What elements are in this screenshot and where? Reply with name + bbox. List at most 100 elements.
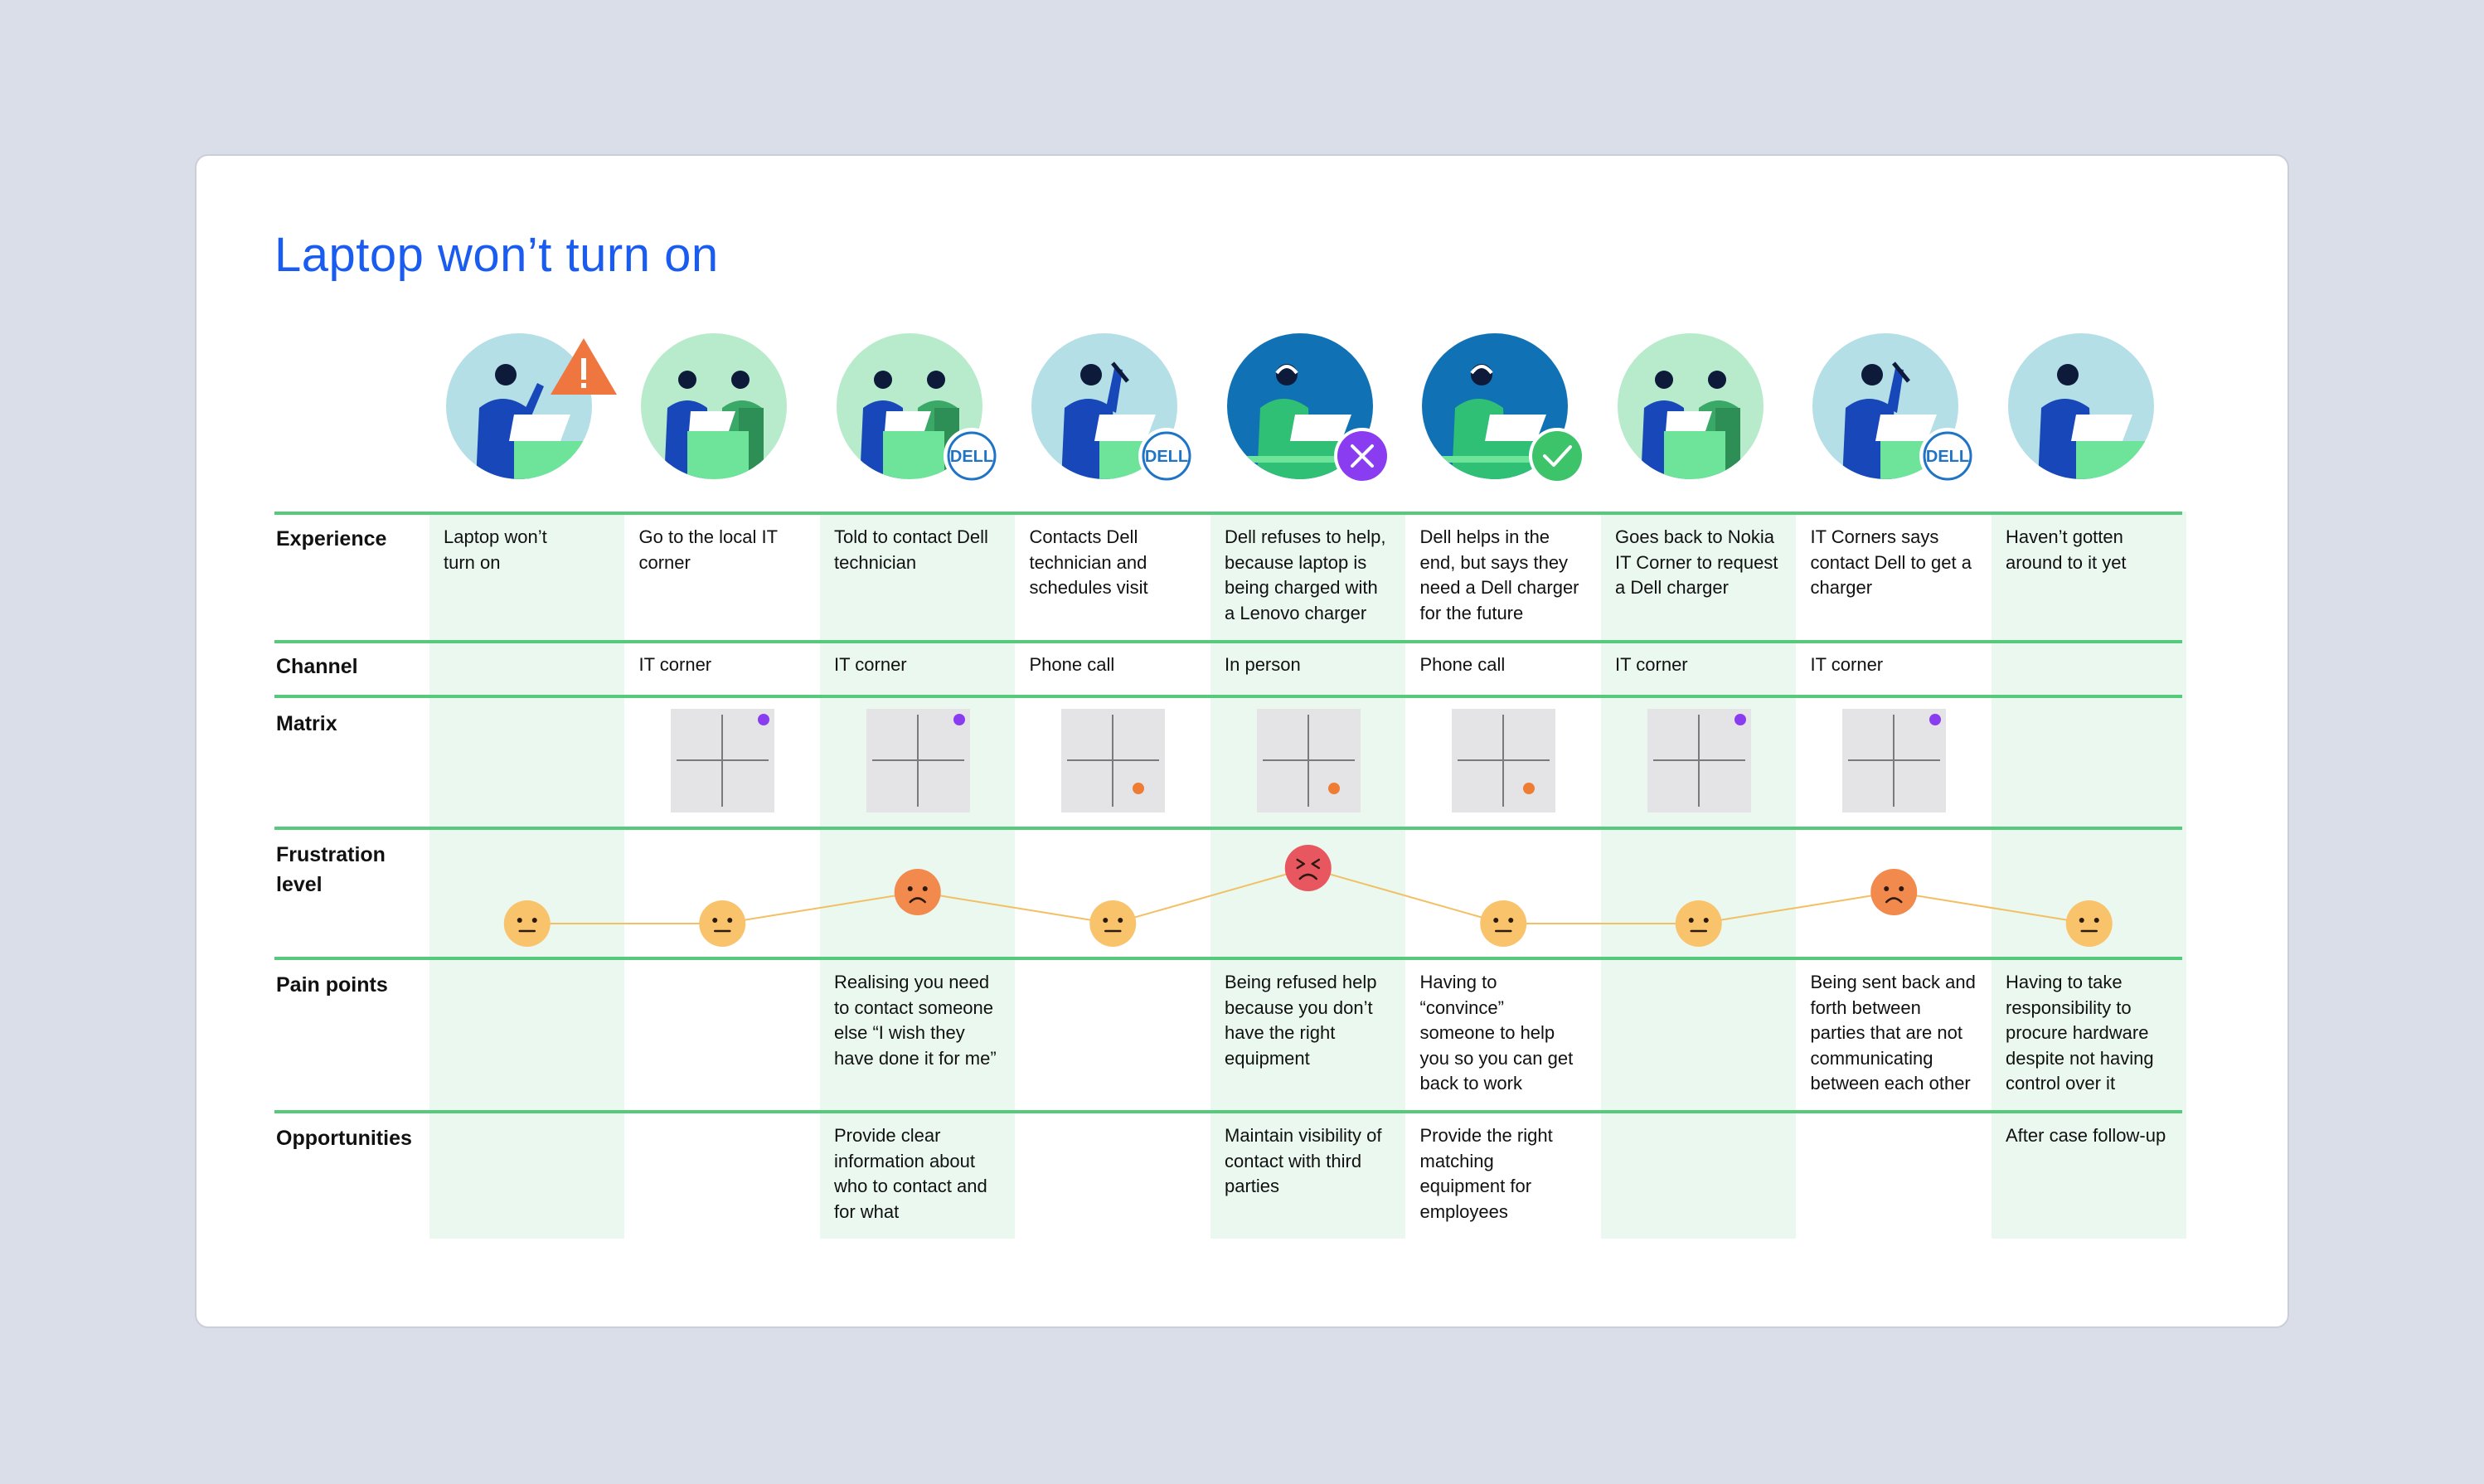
experience-line: corner bbox=[638, 551, 691, 573]
persona-svg: DELL bbox=[836, 333, 1000, 484]
row-label-opportunities: Opportunities bbox=[276, 1127, 412, 1150]
experience-line: Goes back to Nokia bbox=[1615, 526, 1774, 547]
experience-line: turn on bbox=[444, 551, 501, 573]
experience-line: a Dell charger bbox=[1615, 577, 1729, 598]
opportunities-line: who to contact and bbox=[834, 1176, 987, 1196]
page-title: Laptop won’t turn on bbox=[274, 228, 719, 282]
opportunities-line: Provide the right bbox=[1419, 1125, 1553, 1146]
pain-points-line: equipment bbox=[1225, 1047, 1310, 1069]
experience-line: Haven’t gotten bbox=[2006, 526, 2123, 547]
row-label-channel: Channel bbox=[276, 655, 358, 678]
pain-points-line: Realising you need bbox=[834, 972, 990, 992]
experience-line: IT Corners says bbox=[1810, 526, 1939, 547]
opportunities-line: information about bbox=[834, 1150, 975, 1171]
opportunities-line: parties bbox=[1225, 1176, 1280, 1196]
matrix-dot bbox=[1327, 783, 1340, 794]
pain-points-line: responsibility to bbox=[2006, 997, 2132, 1018]
experience-line: need a Dell charger bbox=[1419, 577, 1579, 598]
pain-points-line: forth between bbox=[1810, 997, 1921, 1018]
face-neutral-icon bbox=[503, 900, 551, 947]
experience-cell-2: Go to the local IT corner bbox=[639, 525, 817, 575]
pain-points-line: because you don’t bbox=[1225, 997, 1373, 1018]
matrix-chart-4 bbox=[1061, 709, 1166, 812]
experience-line: because laptop is bbox=[1225, 551, 1367, 573]
face-neutral-icon bbox=[1089, 900, 1137, 947]
pain-points-line: Having to bbox=[1419, 972, 1497, 992]
persona-svg bbox=[445, 333, 617, 479]
experience-line: a Lenovo charger bbox=[1225, 602, 1367, 623]
persona-svg: DELL bbox=[1812, 333, 1977, 484]
persona-illustration-1 bbox=[444, 332, 617, 489]
opportunities-line: Provide clear bbox=[834, 1125, 941, 1146]
pain-points-line: Being refused help bbox=[1225, 972, 1377, 992]
face-neutral-icon bbox=[1675, 900, 1722, 947]
channel-cell-5: In person bbox=[1225, 654, 1301, 675]
channel-cell-8: IT corner bbox=[1810, 654, 1884, 675]
persona-illustration-4: DELL bbox=[1030, 332, 1196, 489]
matrix-dot bbox=[1133, 783, 1145, 794]
experience-line: Go to the local IT bbox=[638, 526, 779, 547]
matrix-chart-7 bbox=[1647, 709, 1751, 812]
channel-cell-7: IT corner bbox=[1615, 654, 1688, 675]
matrix-chart-8 bbox=[1842, 709, 1947, 812]
divider-pain-points bbox=[274, 957, 2182, 960]
opportunities-line: Maintain visibility of bbox=[1225, 1125, 1382, 1146]
accept-icon bbox=[1529, 428, 1586, 484]
dell-badge-icon: DELL bbox=[1919, 428, 1977, 484]
pain-points-line: someone to help bbox=[1419, 1022, 1555, 1043]
pain-points-line: parties that are not bbox=[1810, 1022, 1962, 1043]
pain-points-line: to contact someone bbox=[834, 997, 994, 1018]
persona-illustration-6 bbox=[1420, 332, 1586, 489]
dell-badge-text: DELL bbox=[1145, 448, 1188, 466]
divider-matrix bbox=[274, 695, 2182, 698]
pain-points-line: control over it bbox=[2006, 1073, 2116, 1094]
experience-line: contact Dell to get a bbox=[1810, 551, 1972, 573]
pain-points-line: procure hardware bbox=[2006, 1022, 2149, 1043]
divider-opportunities bbox=[274, 1110, 2182, 1113]
warning-icon bbox=[550, 338, 617, 395]
pain-points-cell-8: Being sent back and forth between parties … bbox=[1811, 970, 1989, 1097]
face-neutral-icon bbox=[699, 900, 746, 947]
column-bands bbox=[196, 156, 2288, 1326]
divider-channel bbox=[274, 640, 2182, 643]
channel-cell-2: IT corner bbox=[638, 654, 712, 675]
matrix-chart-2 bbox=[671, 709, 775, 812]
face-unhappy-icon bbox=[1870, 869, 1918, 915]
pain-points-line: Being sent back and bbox=[1810, 972, 1976, 992]
matrix-dot bbox=[1734, 714, 1746, 725]
opportunities-line: contact with third bbox=[1225, 1150, 1362, 1171]
experience-line: Contacts Dell bbox=[1029, 526, 1138, 547]
channel-cell-6: Phone call bbox=[1419, 654, 1506, 675]
journey-map-card: Laptop won’t turn on Experience Channel … bbox=[195, 154, 2289, 1328]
pain-points-line: communicating bbox=[1810, 1047, 1933, 1069]
opportunities-cell-5: Maintain visibility of contact with third… bbox=[1225, 1123, 1403, 1200]
persona-svg bbox=[2007, 333, 2154, 479]
persona-svg bbox=[1226, 333, 1390, 484]
persona-illustration-2 bbox=[639, 332, 797, 489]
row-label-frustration-line1: Frustration bbox=[276, 843, 386, 866]
opportunities-line: for what bbox=[834, 1200, 900, 1222]
pain-points-line: else “I wish they bbox=[834, 1022, 965, 1043]
row-label-experience: Experience bbox=[276, 527, 387, 550]
persona-svg bbox=[641, 333, 788, 479]
experience-line: Dell refuses to help, bbox=[1225, 526, 1386, 547]
experience-line: for the future bbox=[1419, 602, 1524, 623]
divider-experience bbox=[274, 512, 2182, 515]
pain-points-line: back to work bbox=[1419, 1073, 1523, 1094]
opportunities-line: After case follow-up bbox=[2006, 1125, 2166, 1146]
dell-badge-icon: DELL bbox=[1138, 428, 1196, 484]
row-label-frustration: Frustration level bbox=[276, 840, 434, 900]
persona-svg bbox=[1422, 333, 1586, 484]
pain-points-line: have the right bbox=[1225, 1022, 1336, 1043]
pain-points-cell-3: Realising you need to contact someone else… bbox=[834, 970, 1012, 1071]
opportunities-line: equipment for bbox=[1419, 1176, 1532, 1196]
matrix-axis-horizontal bbox=[871, 759, 964, 761]
persona-illustration-5 bbox=[1225, 332, 1390, 489]
frustration-chart bbox=[503, 845, 2113, 947]
face-neutral-icon bbox=[1480, 900, 1527, 947]
experience-line: Laptop won’t bbox=[444, 526, 547, 547]
persona-svg: DELL bbox=[1031, 333, 1196, 484]
